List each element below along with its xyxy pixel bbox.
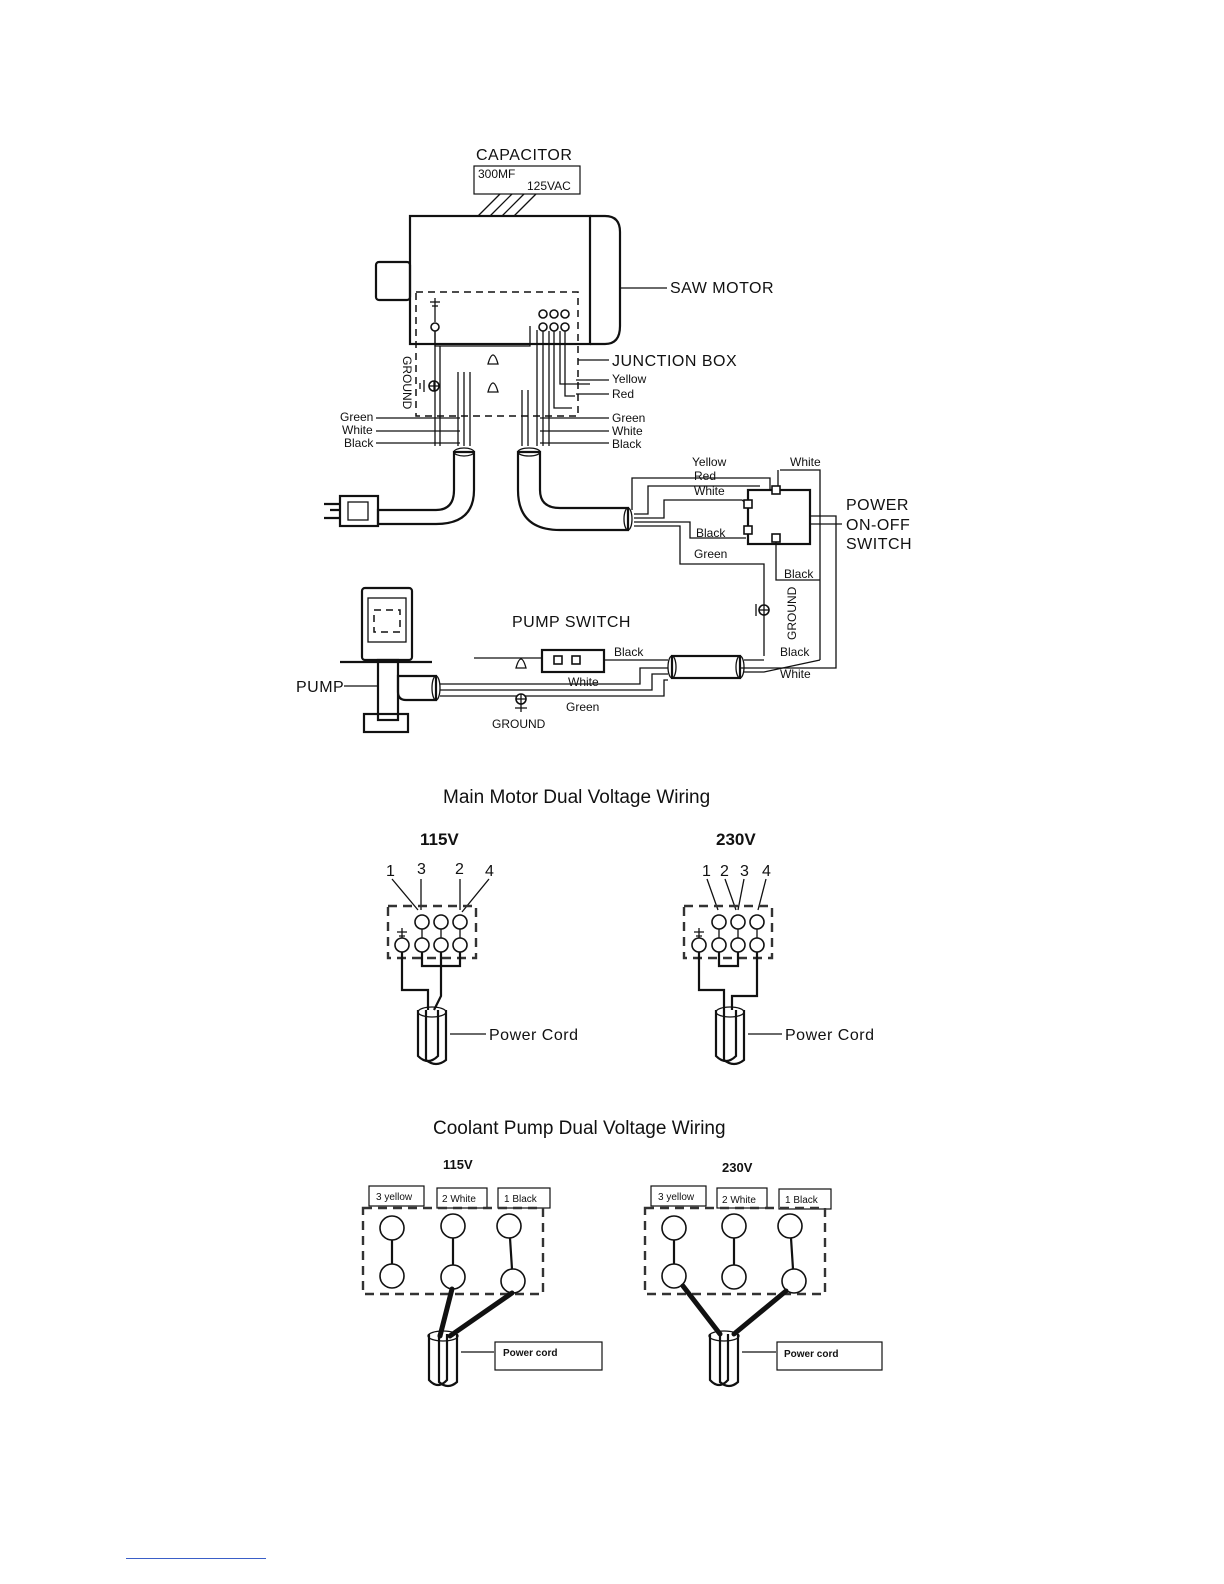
saw-motor: SAW MOTOR (374, 214, 774, 417)
wire-nut-1 (487, 354, 499, 365)
power-switch-label-3: SWITCH (846, 536, 912, 553)
pump-cord-mid (667, 654, 821, 680)
motor-ground-terminal (430, 298, 440, 332)
motor-shaft (374, 260, 412, 302)
saw-motor-label: SAW MOTOR (670, 280, 774, 297)
capacitor-title: CAPACITOR (476, 147, 572, 164)
capacitor-box (473, 165, 581, 195)
ground-symbol-motor (419, 380, 440, 392)
coolant-pump-title: Coolant Pump Dual Voltage Wiring (433, 1118, 726, 1139)
junction-box-outline (415, 291, 579, 417)
label-green-right: Green (612, 411, 645, 425)
label-black-right: Black (612, 437, 642, 451)
pump (340, 586, 441, 734)
label-green-left: Green (340, 410, 373, 424)
power-switch-label-2: ON-OFF (846, 517, 910, 534)
main-motor-title: Main Motor Dual Voltage Wiring (443, 787, 710, 808)
label-black-pump: Black (614, 645, 644, 659)
ground-symbol-switch (755, 604, 770, 616)
cp115-yellow: 3 yellow (376, 1192, 413, 1203)
cp115-black: 1 Black (504, 1194, 538, 1205)
mm230-t1: 1 (702, 863, 711, 880)
label-black-switch: Black (696, 526, 726, 540)
label-white-switch-top: White (790, 455, 821, 469)
coolant-115v-label: 115V (443, 1157, 473, 1172)
coolant-230v-label: 230V (722, 1160, 753, 1175)
capacitor: CAPACITOR 300MF 125VAC (473, 147, 581, 217)
mm115-t2: 2 (455, 861, 464, 878)
mm230-t4: 4 (762, 863, 771, 880)
label-yellow-junction: Yellow (612, 372, 647, 386)
cp115-white: 2 White (442, 1194, 476, 1205)
main-motor-230v: 230V 1 2 3 4 Power Cord (682, 830, 874, 1066)
cp115-power-cord: Power cord (503, 1348, 557, 1359)
motor-terminal-block (538, 309, 570, 332)
label-white-switch: White (694, 484, 725, 498)
main-motor-230v-label: 230V (716, 830, 756, 849)
capacitor-rating: 300MF (478, 167, 515, 181)
mm115-power-cord: Power Cord (489, 1027, 578, 1044)
label-white-left: White (342, 423, 373, 437)
pump-wire-nut (515, 658, 527, 669)
power-switch-label-1: POWER (846, 497, 909, 514)
mm115-t4: 4 (485, 863, 494, 880)
switch-cord (516, 447, 633, 532)
saw-wiring-schematic: CAPACITOR 300MF 125VAC SAW MOTOR (296, 147, 912, 734)
ground-label-pump: GROUND (492, 717, 546, 731)
mm230-t2: 2 (720, 863, 729, 880)
wire-nut-2 (487, 382, 499, 393)
ground-symbol-pump (515, 693, 527, 712)
label-black-lower: Black (780, 645, 810, 659)
mm230-t3: 3 (740, 863, 749, 880)
cp230-power-cord: Power cord (784, 1349, 838, 1360)
label-black-left: Black (344, 436, 374, 450)
plug-cord (324, 447, 476, 528)
label-white-right: White (612, 424, 643, 438)
pump-switch-label: PUMP SWITCH (512, 614, 631, 631)
right-cord-wires (521, 330, 550, 446)
main-motor-115v: 115V 1 3 2 4 Power Cord (386, 830, 578, 1066)
pump-label: PUMP (296, 679, 344, 696)
mm115-t1: 1 (386, 863, 395, 880)
label-white-pump: White (568, 675, 599, 689)
main-motor-115v-label: 115V (420, 830, 459, 849)
coolant-pump-115v: 115V 3 yellow 2 White 1 Black Power cord (361, 1157, 603, 1388)
ground-label-motor: GROUND (400, 356, 414, 410)
pump-switch (474, 648, 668, 674)
main-motor-dual-voltage: Main Motor Dual Voltage Wiring 115V 1 3 … (386, 787, 874, 1066)
label-red-junction: Red (612, 387, 634, 401)
coolant-pump-dual-voltage: Coolant Pump Dual Voltage Wiring 115V 3 … (361, 1118, 883, 1388)
cp230-yellow: 3 yellow (658, 1192, 695, 1203)
label-green-pump: Green (566, 700, 599, 714)
label-green-switch: Green (694, 547, 727, 561)
cp230-white: 2 White (722, 1195, 756, 1206)
footnote-separator (126, 1558, 266, 1559)
junction-box-label: JUNCTION BOX (612, 353, 737, 370)
left-cord-wires (434, 331, 471, 446)
plug-body (338, 494, 380, 528)
capacitor-leads (477, 193, 537, 217)
ground-label-switch: GROUND (785, 586, 799, 640)
motor-endcap (590, 214, 622, 346)
capacitor-voltage: 125VAC (527, 179, 571, 193)
cp230-black: 1 Black (785, 1195, 819, 1206)
label-black-switch-2: Black (784, 567, 814, 581)
label-red-switch: Red (694, 469, 716, 483)
label-yellow-switch: Yellow (692, 455, 727, 469)
coolant-pump-230v: 230V 3 yellow 2 White 1 Black Power cord (643, 1160, 883, 1388)
mm115-t3: 3 (417, 861, 426, 878)
power-switch (740, 469, 842, 669)
label-white-lower: White (780, 667, 811, 681)
mm230-power-cord: Power Cord (785, 1027, 874, 1044)
